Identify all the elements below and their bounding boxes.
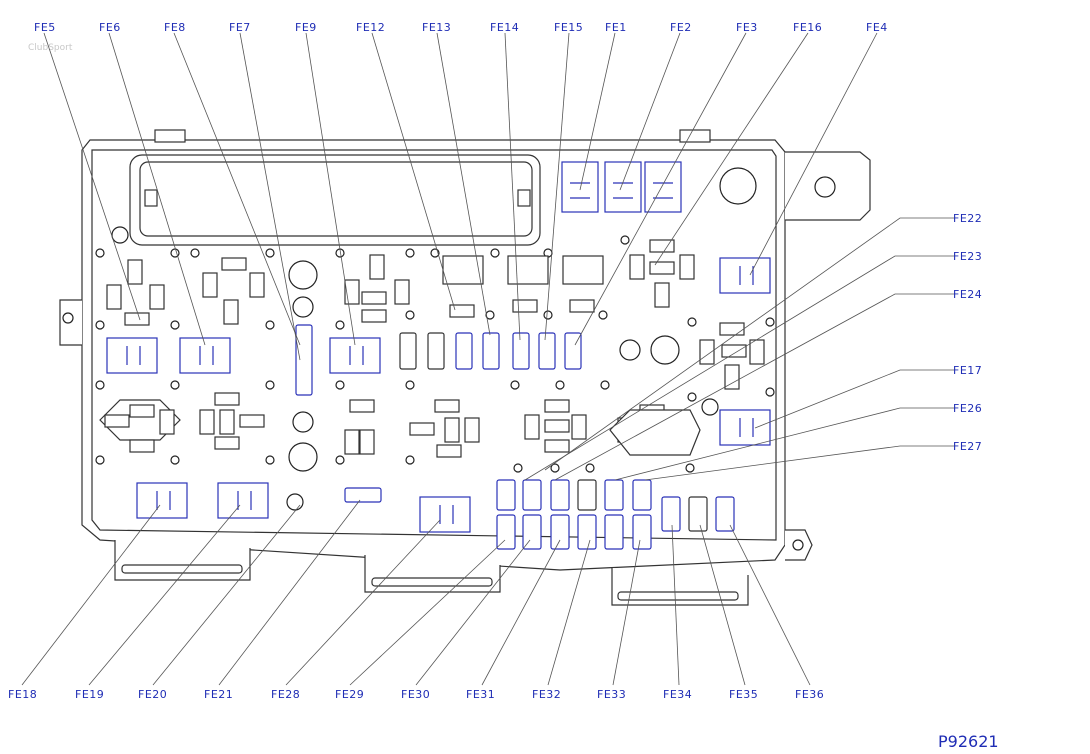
label-fe6: FE6 [99, 21, 121, 34]
label-fe33: FE33 [597, 688, 626, 701]
label-fe27: FE27 [953, 440, 982, 453]
label-fe32: FE32 [532, 688, 561, 701]
label-fe31: FE31 [466, 688, 495, 701]
label-fe2: FE2 [670, 21, 692, 34]
watermark: ClubSport [28, 43, 73, 53]
reference-number: P92621 [938, 732, 999, 751]
label-fe20: FE20 [138, 688, 167, 701]
right-labels: FE22 FE23 FE24 FE17 FE26 FE27 [953, 212, 982, 453]
label-fe15: FE15 [554, 21, 583, 34]
top-labels: FE5 FE6 FE8 FE7 FE9 FE12 FE13 FE14 FE15 … [34, 21, 888, 34]
label-fe14: FE14 [490, 21, 519, 34]
label-fe28: FE28 [271, 688, 300, 701]
label-fe35: FE35 [729, 688, 758, 701]
label-fe16: FE16 [793, 21, 822, 34]
label-fe4: FE4 [866, 21, 888, 34]
label-fe8: FE8 [164, 21, 186, 34]
label-fe5: FE5 [34, 21, 56, 34]
label-fe30: FE30 [401, 688, 430, 701]
mini-fuses-upper [295, 324, 582, 503]
label-fe12: FE12 [356, 21, 385, 34]
label-fe23: FE23 [953, 250, 982, 263]
mini-fuses-lower [496, 479, 735, 550]
highlighted-fuse-fe35 [688, 496, 708, 532]
label-fe19: FE19 [75, 688, 104, 701]
label-fe13: FE13 [422, 21, 451, 34]
label-fe34: FE34 [663, 688, 692, 701]
label-fe26: FE26 [953, 402, 982, 415]
relay-terminals [99, 239, 765, 458]
label-fe21: FE21 [204, 688, 233, 701]
label-fe22: FE22 [953, 212, 982, 225]
label-fe36: FE36 [795, 688, 824, 701]
relay-sockets [106, 161, 771, 533]
label-fe17: FE17 [953, 364, 982, 377]
label-fe1: FE1 [605, 21, 627, 34]
terminal-studs [111, 167, 757, 511]
label-fe24: FE24 [953, 288, 982, 301]
bottom-labels: FE18 FE19 FE20 FE21 FE28 FE29 FE30 FE31 … [8, 688, 824, 701]
label-fe7: FE7 [229, 21, 251, 34]
mounting-holes [95, 235, 775, 473]
label-fe18: FE18 [8, 688, 37, 701]
label-fe3: FE3 [736, 21, 758, 34]
label-fe9: FE9 [295, 21, 317, 34]
label-fe29: FE29 [335, 688, 364, 701]
leader-lines [21, 32, 955, 686]
